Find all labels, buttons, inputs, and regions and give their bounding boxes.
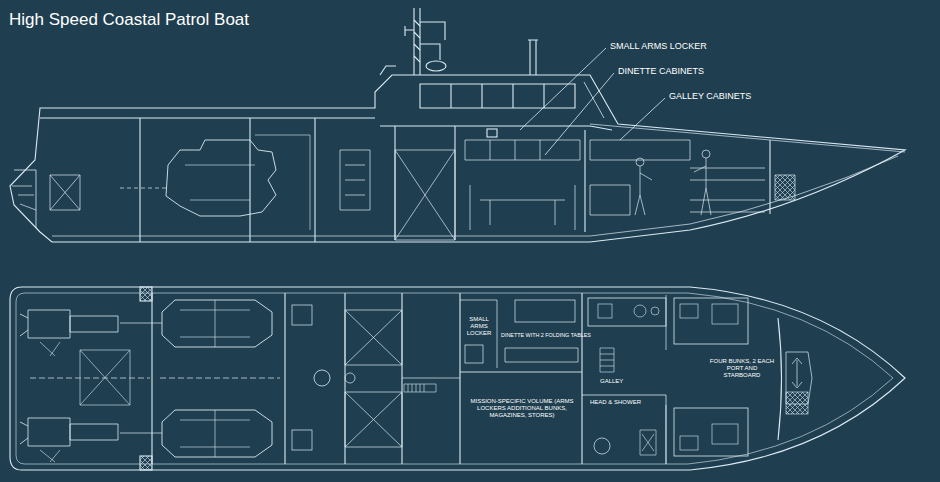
diagram-title: High Speed Coastal Patrol Boat (9, 10, 249, 30)
compartment-label: MISSION-SPECIFIC VOLUME (ARMS LOCKERS AD… (466, 398, 578, 420)
side-interior (340, 140, 795, 230)
plan-engines (120, 300, 272, 457)
side-engine (120, 140, 276, 216)
callout-label: SMALL ARMS LOCKER (610, 41, 707, 52)
compartment-label: HEAD & SHOWER (590, 399, 641, 406)
compartment-label: DINETTE WITH 2 FOLDING TABLES (501, 332, 591, 338)
plan-waterjets (20, 310, 130, 462)
callout-label: GALLEY CABINETS (669, 91, 751, 102)
plan-hull (10, 287, 905, 470)
mast (380, 8, 538, 75)
side-bulkheads (50, 118, 770, 242)
wheelhouse-windows (420, 82, 604, 137)
callout-label: DINETTE CABINETS (618, 66, 704, 77)
compartment-label: GALLEY (600, 378, 623, 385)
compartment-label: SMALL ARMS LOCKER (463, 316, 495, 338)
side-hull (10, 75, 905, 242)
plan-accommodation (460, 295, 812, 464)
leader-lines (520, 48, 665, 155)
compartment-label: FOUR BUNKS, 2 EACH PORT AND STARBOARD (708, 358, 776, 380)
plan-bulkheads (30, 287, 782, 470)
